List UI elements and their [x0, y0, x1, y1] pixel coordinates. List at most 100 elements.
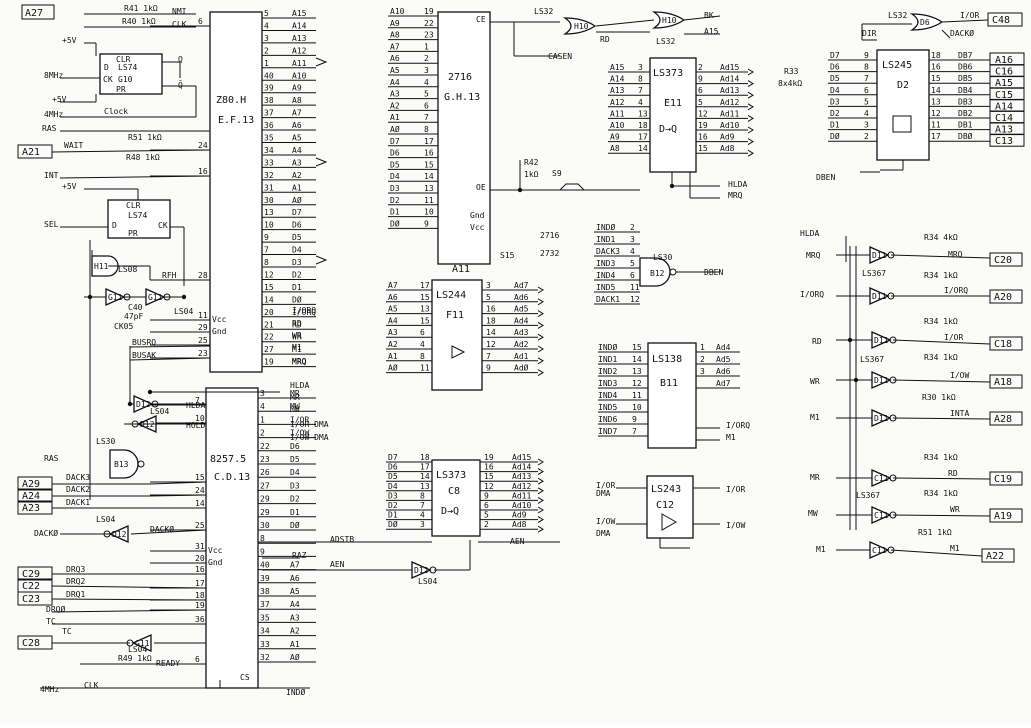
label-cs: CS	[240, 673, 250, 682]
label-raz: RAZ	[292, 551, 307, 560]
z80-right-pin-number: 36	[264, 121, 274, 130]
connector-label: C14	[995, 113, 1013, 124]
b11-in-pin-number: 12	[632, 379, 642, 388]
e11-left-pin-number: 14	[638, 144, 648, 153]
b11-in-signal-label: IND1	[598, 355, 617, 364]
g10-clr: CLR	[116, 55, 131, 64]
label-mrq_o: MRQ	[948, 250, 963, 259]
e11-left-signal-label: A13	[610, 86, 625, 95]
e11-right-arrow	[747, 126, 754, 134]
d12-inverter-3	[108, 524, 129, 544]
label-clkb: CLK	[84, 681, 99, 690]
rom-left-signal-label: A9	[390, 19, 400, 28]
label-mhz4b: 4MHz	[40, 685, 59, 694]
label-ls367a: LS367	[862, 269, 886, 278]
dma-right-pin-number: 4	[260, 402, 265, 411]
label-s9: S9	[552, 169, 562, 178]
h10b-label: H10	[662, 16, 677, 25]
connector-label: C15	[995, 90, 1013, 101]
label-dack0b: DACKØ	[34, 528, 58, 538]
connector-a29-label: A29	[22, 479, 40, 490]
label-d: D	[104, 63, 109, 72]
d2-right-pin-number: 15	[931, 74, 941, 83]
c8-right-signal-label: Ad11	[512, 491, 531, 500]
e11-left-signal-label: A12	[610, 98, 625, 107]
label-dma1: DMA	[596, 489, 611, 498]
f11-right-arrow	[537, 333, 544, 341]
junction-dot	[181, 294, 187, 300]
b12-in-pin-number: 5	[630, 259, 635, 268]
connector-c19-label: C19	[994, 474, 1012, 485]
d2-left-signal-label: D3	[830, 97, 840, 106]
d2-left-pin-number: 2	[864, 132, 869, 141]
label-dack3: DACK3	[66, 473, 90, 482]
d2-right-pin-number: 14	[931, 86, 941, 95]
label-m1_b11: M1	[726, 433, 736, 442]
label-busrq: BUSRQ	[132, 338, 156, 347]
dma-left-pin-number: 6	[195, 655, 200, 664]
d2-right-signal-label: DB4	[958, 86, 973, 95]
z80-left-pin-number: 16	[198, 167, 208, 176]
rom-left-pin-number: 17	[424, 137, 434, 146]
c8-left-signal-label: D3	[388, 491, 398, 500]
dma-right-signal-label: A2	[290, 627, 300, 636]
label-ras: RAS	[42, 124, 57, 133]
b12-in-pin-number: 4	[630, 247, 635, 256]
c8-right-signal-label: Ad9	[512, 511, 527, 520]
wire	[941, 19, 989, 23]
label-v5b: +5V	[52, 95, 67, 104]
b11-in-signal-label: IND6	[598, 415, 617, 424]
label-hlda_r: HLDA	[800, 229, 819, 238]
d2-left-signal-label: D2	[830, 109, 840, 118]
e11-right-arrow	[747, 91, 754, 99]
label-mrq_e11: MRQ	[728, 191, 743, 200]
c8-left-signal-label: D1	[388, 511, 398, 520]
c8-left-pin-number: 7	[420, 501, 425, 510]
label-mw: MW	[290, 405, 300, 414]
e11-right-arrow	[747, 138, 754, 146]
label-mw_r: MW	[808, 509, 818, 518]
h11-type: LS08	[118, 265, 137, 274]
z80-left-pin-number: 25	[198, 336, 208, 345]
d11-buffer-5-label: D11	[874, 414, 889, 423]
dma-right-pin-number: 32	[260, 653, 270, 662]
dma-right-signal-label: A6	[290, 574, 300, 583]
d2-left-signal-label: D4	[830, 86, 840, 95]
b11-in-pin-number: 10	[632, 403, 642, 412]
c8-left-pin-number: 4	[420, 511, 425, 520]
label-aen: AEN	[330, 560, 345, 569]
c8-right-pin-number: 2	[484, 520, 489, 529]
dma-left-pin-number: 25	[195, 521, 205, 530]
d2-right-signal-label: DB1	[958, 121, 973, 130]
b12-in-signal-label: INDØ	[596, 222, 615, 232]
z80-left-pin-number: 23	[198, 349, 208, 358]
b13-type: LS30	[96, 437, 115, 446]
z80-right-pin-number: 9	[264, 233, 269, 242]
b11-in-pin-number: 11	[632, 391, 642, 400]
z80-right-pin-number: 40	[264, 71, 274, 80]
h10a-label: H10	[574, 22, 589, 31]
c8-left-signal-label: D2	[388, 501, 398, 510]
rom-left-pin-number: 4	[424, 78, 429, 87]
d6-or-gate	[909, 13, 944, 31]
label-int: INT	[44, 171, 59, 180]
label-r48: R48 1kΩ	[126, 153, 160, 162]
connector-c48-label: C48	[992, 15, 1010, 26]
label-r51b: R51 1kΩ	[918, 528, 952, 537]
e11-left-pin-number: 7	[638, 86, 643, 95]
label-mrq_r: MRQ	[806, 251, 821, 260]
f11-left-signal-label: A4	[388, 316, 398, 325]
label-r51: R51 1kΩ	[128, 133, 162, 142]
label-iowdma: I/OW DMA	[290, 433, 329, 442]
f11-chip	[431, 279, 483, 391]
c8-name: LS373	[436, 470, 466, 481]
label-ls04b: LS04	[150, 407, 169, 416]
e11-right-arrow	[747, 149, 754, 157]
dma-right-signal-label: MR	[290, 389, 300, 398]
f11-left-signal-label: AØ	[388, 363, 398, 373]
label-r34e: R34 1kΩ	[924, 453, 958, 462]
rom-left-signal-label: A1	[390, 113, 400, 122]
